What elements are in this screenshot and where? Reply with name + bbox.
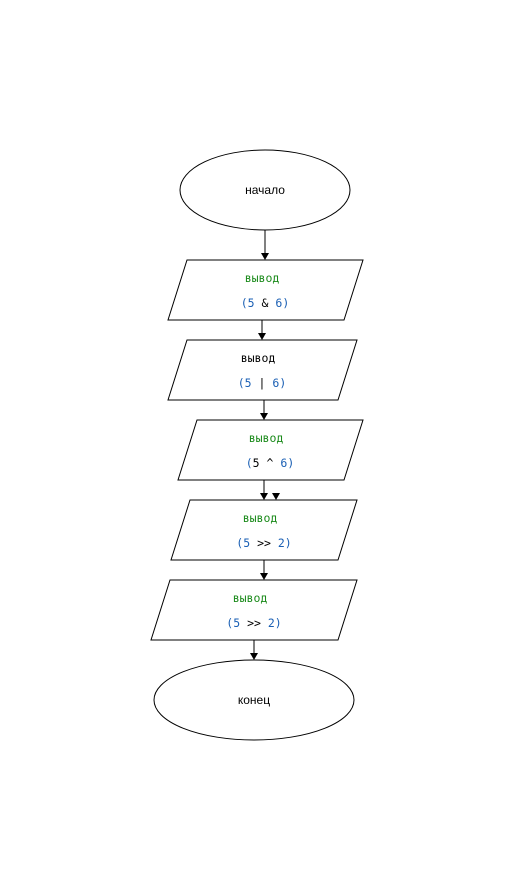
arrowhead	[260, 413, 268, 420]
output-block-title: вывод	[233, 591, 268, 605]
output-block-expression: (5 ^ 6)	[246, 456, 295, 470]
output-block-shape	[167, 339, 358, 401]
output-block-expression: (5 & 6)	[241, 296, 290, 310]
output-block-shape	[170, 499, 358, 561]
output-block-shape	[177, 419, 364, 481]
arrowhead	[250, 653, 258, 660]
end-label: конец	[238, 693, 270, 707]
output-block-title: вывод	[243, 511, 278, 525]
arrowhead	[260, 573, 268, 580]
output-block-expression: (5 | 6)	[238, 376, 287, 390]
output-block: вывод (5 >> 2)	[150, 579, 358, 641]
output-block: вывод (5 >> 2)	[170, 499, 358, 561]
output-block-expression: (5 >> 2)	[226, 616, 281, 630]
output-block-title: вывод	[245, 271, 280, 285]
arrowhead	[260, 493, 268, 500]
output-block-expression: (5 >> 2)	[236, 536, 291, 550]
end-terminal	[153, 659, 355, 741]
arrowhead	[258, 333, 266, 340]
start-label: начало	[245, 183, 285, 197]
output-block: вывод (5 ^ 6)	[177, 419, 364, 481]
arrowhead	[272, 493, 280, 500]
output-block-title: вывод	[241, 351, 276, 365]
output-block-shape	[167, 259, 364, 321]
output-block: вывод (5 & 6)	[167, 259, 364, 321]
output-block-title: вывод	[249, 431, 284, 445]
arrowhead	[261, 253, 269, 260]
output-block: вывод (5 | 6)	[167, 339, 358, 401]
output-block-shape	[150, 579, 358, 641]
